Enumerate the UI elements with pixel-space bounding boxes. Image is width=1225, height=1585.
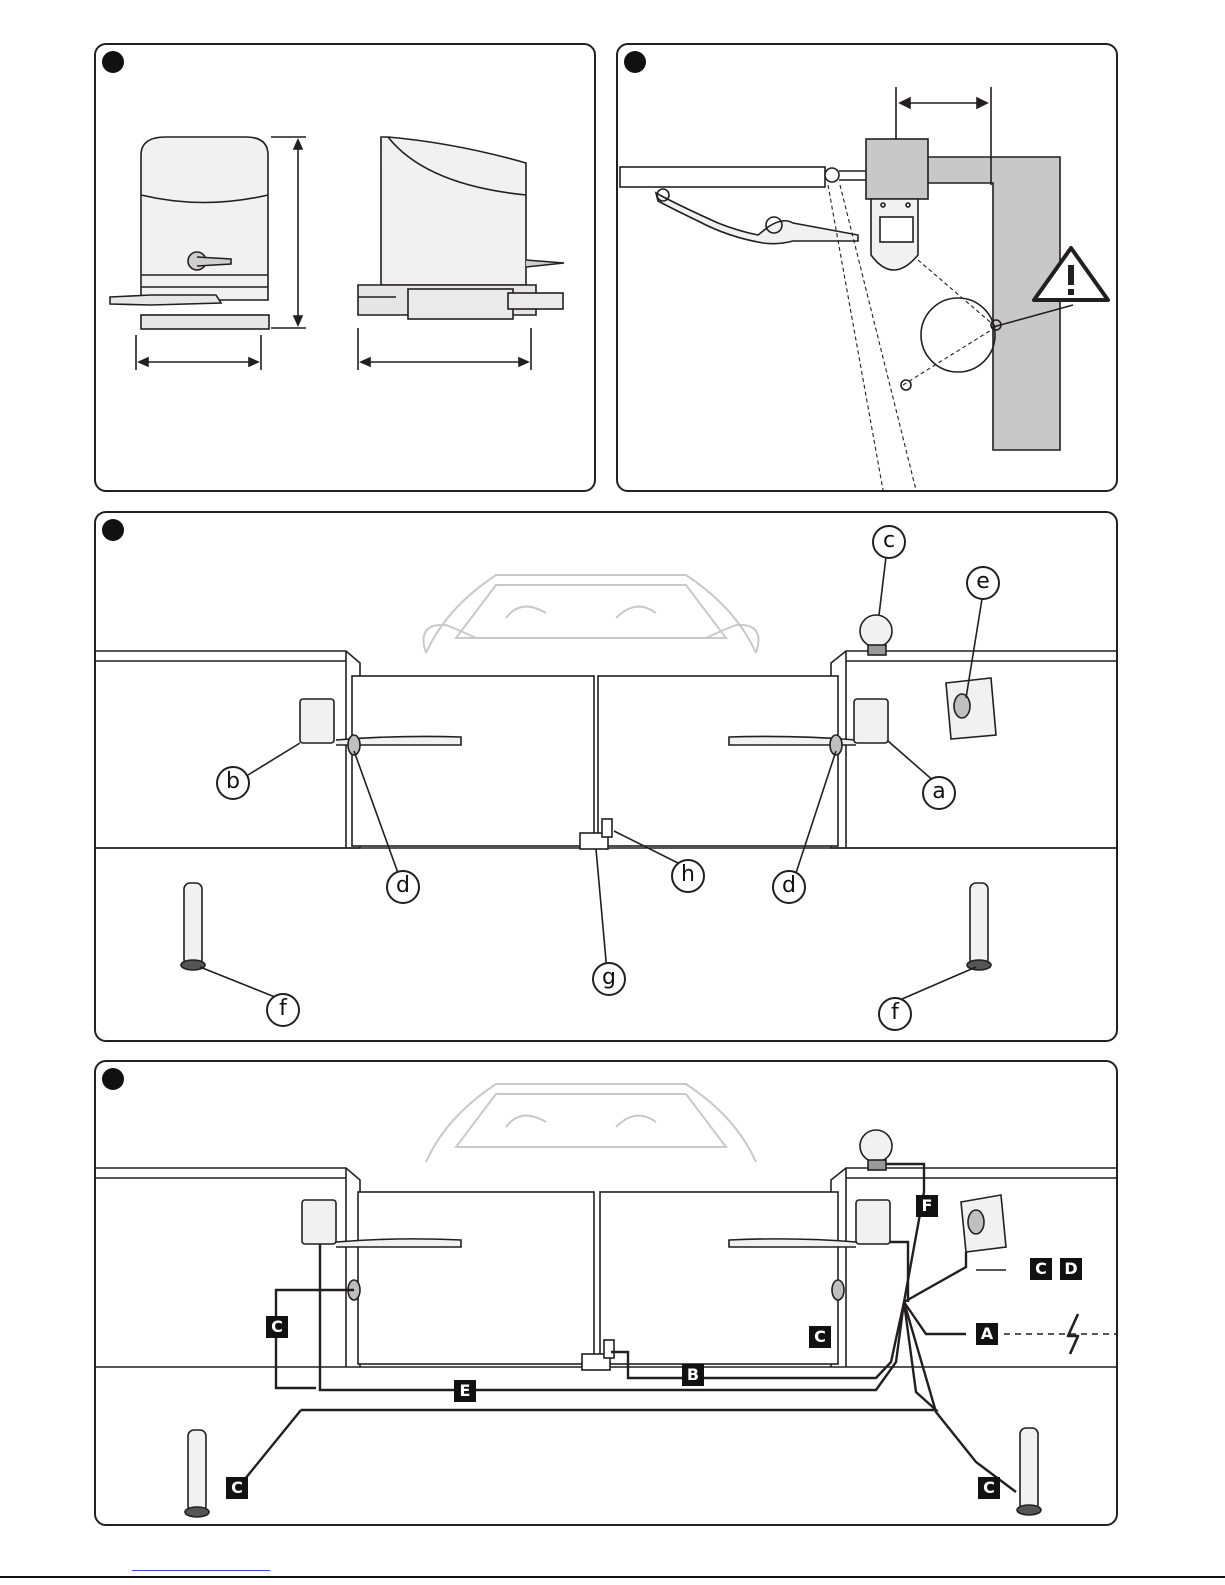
cable-label-F-flashing-light: F (916, 1195, 938, 1217)
cable-label-B-lock: B (682, 1364, 704, 1386)
motor-dimension-drawing (96, 45, 596, 492)
label-f-post-left: f (266, 993, 300, 1027)
panel-arm-installation (616, 43, 1118, 492)
cable-label-C-key: C (1030, 1258, 1052, 1280)
label-a-motor-right: a (922, 776, 956, 810)
cable-label-C-post-left: C (226, 1477, 248, 1499)
cable-label-E-motor: E (454, 1380, 476, 1402)
cable-label-C-post-right: C (978, 1477, 1000, 1499)
cable-label-C-mid: C (809, 1326, 831, 1348)
cable-label-A-power: A (976, 1323, 998, 1345)
footer-link-underline (132, 1570, 270, 1571)
car-outline (424, 575, 759, 653)
label-b-motor-left: b (216, 766, 250, 800)
label-d-photocell-right: d (772, 870, 806, 904)
cable-label-D-key: D (1060, 1258, 1082, 1280)
label-f-post-right: f (878, 997, 912, 1031)
panel-components-layout: a b c d d e f f g h (94, 511, 1118, 1042)
wiring-layout-drawing (96, 1062, 1118, 1526)
cable-label-C-left: C (266, 1316, 288, 1338)
label-c-flashing-light: c (872, 525, 906, 559)
label-d-photocell-left: d (386, 870, 420, 904)
arm-installation-drawing (618, 45, 1118, 492)
label-g-ground-stop: g (592, 962, 626, 996)
panel-wiring-layout: A B C C C D C C E F (94, 1060, 1118, 1526)
footer-rule (0, 1576, 1225, 1578)
label-e-key-selector: e (966, 566, 1000, 600)
panel-motor-dimensions (94, 43, 596, 492)
label-h-electric-lock: h (671, 859, 705, 893)
car-outline (426, 1084, 756, 1162)
